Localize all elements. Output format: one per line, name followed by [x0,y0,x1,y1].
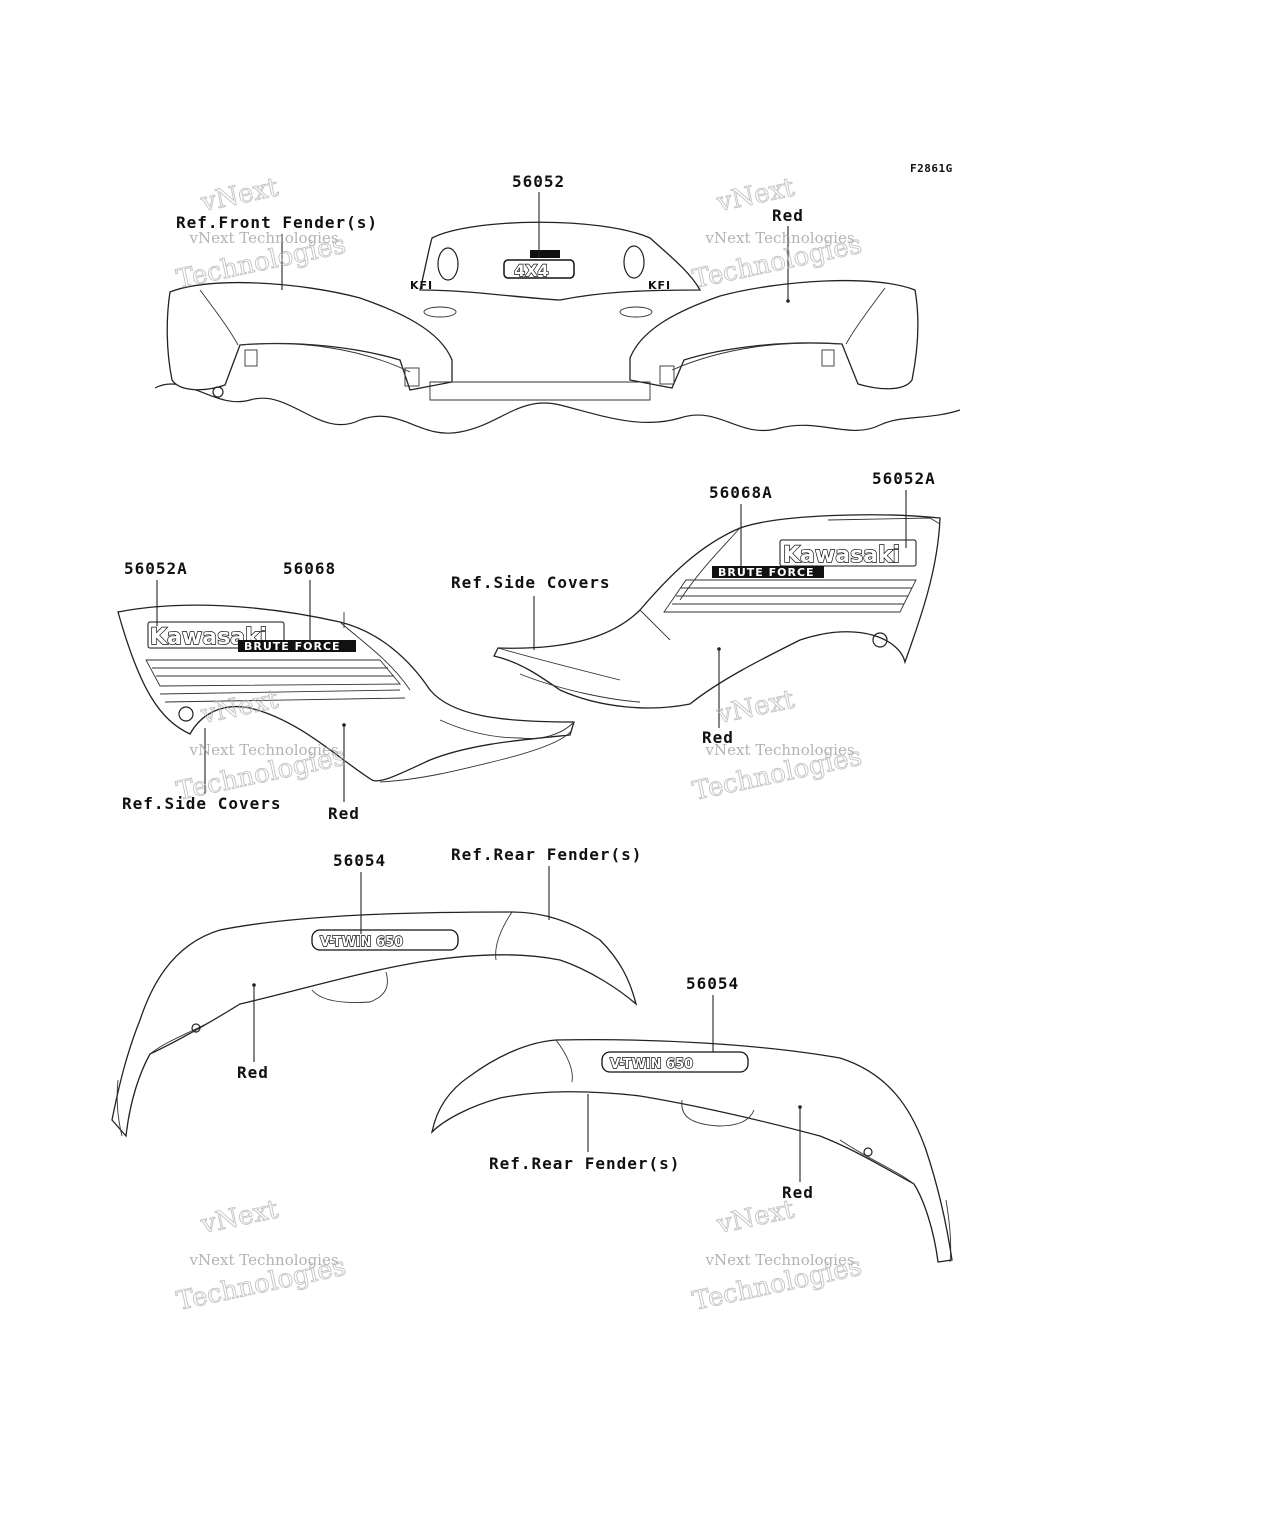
figure-code: F2861G [910,162,953,175]
rear-right-flap [945,1199,952,1263]
rear-left-spoiler-line [495,911,513,961]
front-red-point [786,299,790,303]
left-cover-top-edge [339,621,411,691]
right-brute-force-plate [712,566,824,578]
left-cover-under-edge [379,729,573,783]
right-red-label: Red [702,728,734,747]
front-fender-ref: Ref.Front Fender(s) [176,213,378,232]
front-4x4-text: 4X4 [514,261,549,280]
front-fender-cut-line [154,383,961,434]
rear-left-part-number: 56054 [333,851,386,870]
front-left-bolt [212,386,224,398]
svg-text:vNext Technologies: vNext Technologies [189,229,339,247]
rear-fender-left-assembly: V-TWIN 650 [111,911,638,1138]
front-fender-left-wing [166,281,453,391]
rear-left-fender-ref: Ref.Rear Fender(s) [451,845,642,864]
rear-right-bolt [863,1147,873,1157]
rear-left-bolt [191,1023,201,1033]
svg-text:vNext Technologies: vNext Technologies [705,1251,855,1269]
rear-left-lower-edge [149,1009,231,1055]
right-brute-force-text: BRUTE FORCE [718,566,815,579]
svg-text:vNext: vNext [714,684,798,730]
rear-right-lower-edge [839,1139,915,1185]
rear-right-red-label: Red [782,1183,814,1202]
right-side-covers-ref: Ref.Side Covers [451,573,611,592]
right-kawasaki-plate [779,539,917,567]
rear-left-emblem-plate [311,929,459,951]
rear-right-fender-ref: Ref.Rear Fender(s) [489,1154,680,1173]
rear-right-recess [681,1099,755,1127]
right-cover-stripes [663,579,917,613]
right-part-b: 56052A [872,469,936,488]
front-red-label: Red [772,206,804,225]
svg-text:vNext Technologies: vNext Technologies [189,1251,339,1269]
rear-left-red-label: Red [237,1063,269,1082]
right-red-point [717,647,721,651]
rear-right-spoiler-line [555,1039,573,1083]
svg-text:vNext Technologies: vNext Technologies [705,741,855,759]
rear-right-emblem: V-TWIN 650 [610,1057,693,1072]
front-right-crease [845,287,886,345]
front-left-clip [404,367,420,387]
left-red-point [342,723,346,727]
front-left-bracket [244,349,258,367]
left-brute-force-text: BRUTE FORCE [244,640,341,653]
right-side-cover-assembly: Kawasaki BRUTE FORCE [493,514,941,709]
svg-text:vNext: vNext [198,1194,282,1240]
right-cover-under-edge [519,673,641,703]
front-4x4-badge [503,259,575,279]
svg-text:vNext: vNext [198,172,282,218]
right-kawasaki-logo: Kawasaki [783,543,900,568]
left-side-covers-ref: Ref.Side Covers [122,794,282,813]
right-cover-grommet [872,632,888,648]
rear-right-emblem-plate [601,1051,749,1073]
right-cover-tail [497,647,621,681]
right-part-a: 56068A [709,483,773,502]
front-right-crease-lower [671,342,843,371]
left-cover-stripes [145,659,406,703]
rear-right-red-point [798,1105,802,1109]
front-right-mini-decal: KFI [648,279,671,292]
front-badge-top-strip [530,250,560,258]
front-left-crease [199,289,239,346]
front-lower-panel [429,381,651,401]
rear-right-part-number: 56054 [686,974,739,993]
right-cover-top-edge [679,527,741,601]
right-cover-step [639,609,671,641]
rear-left-red-point [252,983,256,987]
svg-text:vNext: vNext [714,1194,798,1240]
left-cover-grommet [178,706,194,722]
right-cover-top-lip [827,517,941,525]
front-part-number: 56052 [512,172,565,191]
left-part-a: 56052A [124,559,188,578]
svg-text:vNext Technologies: vNext Technologies [189,741,339,759]
left-brute-force-plate [238,640,356,652]
rear-fender-right-body [430,1038,953,1263]
watermark-5: vNext vNext Technologies Technologies [173,1194,348,1317]
svg-text:vNext Technologies: vNext Technologies [705,229,855,247]
rear-left-flap [116,1079,123,1137]
front-right-bracket [821,349,835,367]
rear-left-emblem: V-TWIN 650 [320,935,403,950]
left-side-cover-assembly: Kawasaki BRUTE FORCE [117,604,575,783]
watermark-2: vNext vNext Technologies Technologies [689,172,864,295]
front-right-clip [659,365,675,385]
front-fender-assembly: KFI KFI 4X4 [154,221,961,434]
left-cover-tail [439,719,575,739]
front-left-mini-decal: KFI [410,279,433,292]
front-right-lamp [623,245,645,279]
rear-left-recess [311,971,388,1003]
left-red-label: Red [328,804,360,823]
front-left-lamp [437,247,459,281]
rear-fender-right-assembly: V-TWIN 650 [430,1038,953,1263]
front-left-vent [423,306,457,318]
watermark-6: vNext vNext Technologies Technologies [689,1194,864,1317]
front-left-crease-lower [239,343,411,373]
front-right-vent [619,306,653,318]
left-part-b: 56068 [283,559,336,578]
front-fender-right-wing [629,279,919,390]
